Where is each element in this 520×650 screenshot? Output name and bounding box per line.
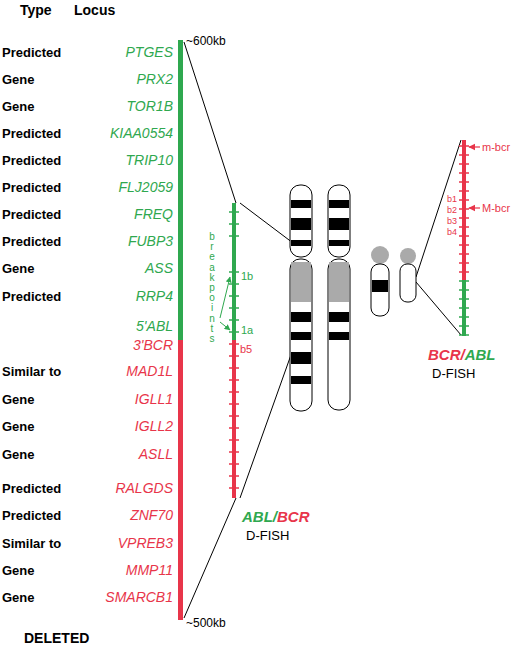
gene-type: Gene (2, 420, 35, 434)
gene-locus: VPREB3 (118, 536, 173, 551)
zoom-lines (184, 42, 461, 618)
bcr-bar (178, 340, 183, 620)
gene-locus: ASS (145, 261, 173, 276)
gene-locus: PRX2 (136, 72, 173, 87)
gene-locus: 3'BCR (133, 338, 173, 353)
chromosome-22 (371, 246, 389, 316)
gene-locus: SMARCB1 (105, 590, 173, 605)
annotation-label: ~600kb (186, 35, 226, 48)
bcr-arrows (469, 147, 480, 208)
annotation-label: DELETED (24, 631, 89, 646)
annotation-label: b1 (447, 195, 457, 205)
bcr-segment (232, 340, 236, 498)
bcr-segment (462, 140, 466, 280)
tick-marks (229, 212, 239, 488)
annotation-label: BCR/ABL (428, 347, 496, 364)
gene-type: Predicted (2, 208, 61, 222)
gene-locus: 5'ABL (136, 319, 173, 334)
gene-type: Predicted (2, 154, 61, 168)
gene-type: Predicted (2, 235, 61, 249)
annotation-label: 1b (241, 270, 253, 282)
annotation-label: b4 (447, 228, 457, 238)
gene-type: Gene (2, 393, 35, 407)
annotation-label: b5 (240, 343, 252, 355)
gene-locus: IGLL1 (135, 392, 173, 407)
gene-locus: RRP4 (136, 289, 173, 304)
gene-locus: MMP11 (126, 563, 173, 578)
gene-type: Predicted (2, 482, 61, 496)
gene-type: Gene (2, 262, 35, 276)
annotation-label: D-FISH (246, 529, 289, 543)
annotation-label: m-bcr (482, 141, 510, 153)
gene-type: Gene (2, 448, 35, 462)
derivative-chromosome-9 (328, 185, 350, 410)
gene-type: Gene (2, 100, 35, 114)
gene-locus: FUBP3 (128, 234, 173, 249)
gene-type: Gene (2, 73, 35, 87)
abl-bar (178, 40, 183, 340)
gene-locus: FREQ (134, 207, 173, 222)
gene-locus: ASLL (139, 447, 173, 462)
gene-locus: FLJ2059 (119, 180, 173, 195)
annotation-label: ~500kb (186, 617, 226, 630)
gene-type: Predicted (2, 290, 61, 304)
annotation-label: 1a (241, 324, 253, 336)
annotation-label: breakpoints (209, 232, 215, 344)
annotation-label: b2 (447, 206, 457, 216)
gene-locus: PTGES (126, 45, 173, 60)
gene-locus: TOR1B (127, 99, 173, 114)
gene-type: Predicted (2, 46, 61, 60)
gene-type: Predicted (2, 127, 61, 141)
annotation-label: b3 (447, 217, 457, 227)
column-header: Locus (74, 3, 115, 18)
annotation-label: ABL/BCR (242, 509, 310, 526)
column-header: Type (20, 3, 52, 18)
annotation-label: M-bcr (482, 202, 510, 214)
gene-type: Similar to (2, 537, 61, 551)
gene-type: Gene (2, 564, 35, 578)
tick-marks (459, 146, 469, 335)
gene-type: Predicted (2, 181, 61, 195)
annotation-label: D-FISH (432, 367, 475, 381)
gene-locus: ZNF70 (130, 508, 173, 523)
gene-type: Gene (2, 591, 35, 605)
breakpoint-arrows (220, 277, 230, 330)
gene-locus: RALGDS (115, 481, 173, 496)
gene-type: Similar to (2, 365, 61, 379)
gene-type: Predicted (2, 509, 61, 523)
chromosome-9 (290, 185, 312, 411)
gene-locus: TRIP10 (126, 153, 173, 168)
gene-locus: MAD1L (126, 364, 173, 379)
gene-locus: KIAA0554 (110, 126, 173, 141)
gene-locus: IGLL2 (135, 419, 173, 434)
philadelphia-chromosome (400, 248, 416, 302)
